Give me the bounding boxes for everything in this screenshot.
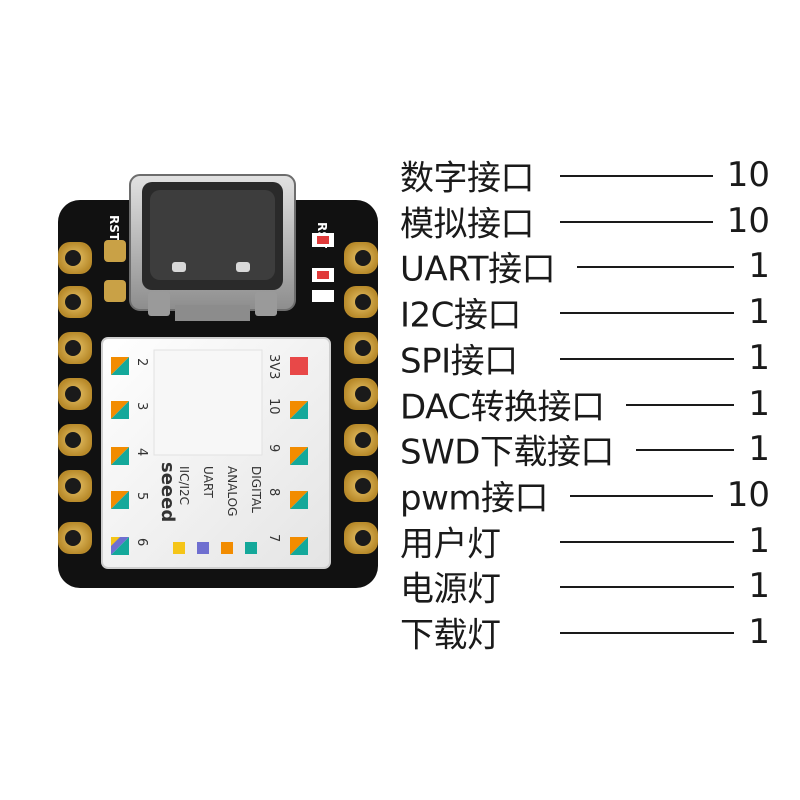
spec-label: SPI接口 — [400, 341, 518, 382]
spec-leader-line — [560, 540, 735, 543]
pad-left-2 — [58, 332, 92, 364]
pin-square-right-4 — [290, 537, 308, 555]
spec-row: 电源灯 1 — [400, 566, 770, 610]
spec-value: 10 — [726, 200, 770, 241]
pin-square-left-4 — [111, 537, 129, 555]
spec-row: DAC转换接口 1 — [400, 383, 770, 428]
legend-label-1: UART — [201, 466, 215, 498]
pad-right-0 — [344, 242, 378, 274]
spec-row: 下载灯 1 — [400, 612, 770, 656]
reset-pad-2 — [104, 280, 126, 302]
pin-number-left-0: 2 — [134, 358, 149, 366]
pin-square-left-1 — [111, 401, 129, 419]
spec-leader-line — [570, 494, 713, 497]
spec-leader-line — [560, 357, 735, 360]
legend-label-2: ANALOG — [225, 466, 239, 516]
pad-right-3 — [344, 378, 378, 410]
pin-number-left-4: 6 — [134, 538, 149, 546]
pad-right-6 — [344, 522, 378, 554]
spec-leader-line — [560, 312, 735, 315]
spec-label: 数字接口 — [400, 158, 535, 199]
spec-leader-line — [560, 632, 735, 634]
brand-logo-text: seeed — [157, 462, 178, 522]
spec-row: pwm接口 10 — [400, 474, 770, 519]
module-label-area — [153, 349, 263, 456]
legend-label-3: DIGITAL — [249, 466, 263, 513]
reset-pad — [104, 240, 126, 262]
spec-leader-line — [635, 449, 735, 452]
pin-square-right-0 — [290, 357, 308, 375]
spec-row: I2C接口 1 — [400, 292, 770, 336]
pin-number-left-2: 4 — [134, 448, 149, 456]
spec-label: 用户灯 — [400, 524, 501, 565]
usb-c-connector — [129, 174, 296, 321]
spec-row: 用户灯 1 — [400, 520, 770, 565]
pin-number-right-4: 7 — [266, 534, 281, 542]
spec-leader-line — [626, 403, 735, 406]
pad-left-5 — [58, 470, 92, 502]
spec-label: I2C接口 — [400, 295, 521, 336]
pad-left-0 — [58, 242, 92, 274]
spec-label: 模拟接口 — [400, 204, 535, 245]
pad-right-2 — [344, 332, 378, 364]
spec-leader-line — [577, 266, 735, 269]
spec-value: 10 — [726, 474, 770, 515]
pin-square-right-1 — [290, 401, 308, 419]
pin-number-right-3: 8 — [266, 488, 281, 496]
led-indicators — [312, 233, 334, 302]
spec-value: 1 — [748, 246, 770, 287]
spec-label: 下载灯 — [400, 615, 501, 656]
spec-leader-line — [560, 220, 713, 223]
spec-value: 1 — [748, 612, 770, 652]
pin-square-right-3 — [290, 491, 308, 509]
pad-left-4 — [58, 424, 92, 456]
pad-right-4 — [344, 424, 378, 456]
spec-row: 模拟接口 10 — [400, 200, 770, 245]
spec-label: pwm接口 — [400, 478, 549, 519]
pin-number-left-3: 5 — [134, 492, 149, 500]
spec-row: UART接口 1 — [400, 246, 770, 290]
legend-swatch-2 — [221, 542, 233, 554]
spec-value: 1 — [748, 383, 770, 424]
legend-label-0: IIC/I2C — [177, 466, 191, 505]
pin-square-left-2 — [111, 447, 129, 465]
pin-number-left-1: 3 — [134, 402, 149, 410]
pad-left-3 — [58, 378, 92, 410]
legend-swatch-0 — [173, 542, 185, 554]
spec-value: 1 — [748, 520, 770, 561]
left-pads — [58, 242, 92, 554]
spec-value: 1 — [748, 429, 770, 470]
spec-row: 数字接口 10 — [400, 155, 770, 199]
spec-label: DAC转换接口 — [400, 387, 605, 427]
pin-number-right-0: 3V3 — [266, 354, 281, 379]
spec-row: SPI接口 1 — [400, 337, 770, 382]
silk-rst-left: RST — [107, 215, 121, 242]
spec-leader-line — [560, 586, 735, 589]
legend-swatch-1 — [197, 542, 209, 554]
spec-value: 1 — [748, 292, 770, 333]
pin-number-right-2: 9 — [266, 444, 281, 452]
pin-square-right-2 — [290, 447, 308, 465]
spec-leader-line — [560, 175, 713, 177]
pad-right-1 — [344, 286, 378, 318]
pin-square-left-3 — [111, 491, 129, 509]
spec-row: SWD下载接口 1 — [400, 429, 770, 473]
spec-value: 1 — [748, 566, 770, 607]
pad-right-5 — [344, 470, 378, 502]
pad-left-6 — [58, 522, 92, 554]
spec-label: SWD下载接口 — [400, 432, 614, 473]
spec-label: UART接口 — [400, 249, 556, 290]
pin-square-left-0 — [111, 357, 129, 375]
pin-number-right-1: 10 — [266, 398, 281, 415]
spec-value: 1 — [748, 337, 770, 378]
legend-swatch-3 — [245, 542, 257, 554]
right-pads — [344, 242, 378, 554]
pad-left-1 — [58, 286, 92, 318]
spec-value: 10 — [726, 155, 770, 195]
spec-label: 电源灯 — [400, 569, 501, 610]
